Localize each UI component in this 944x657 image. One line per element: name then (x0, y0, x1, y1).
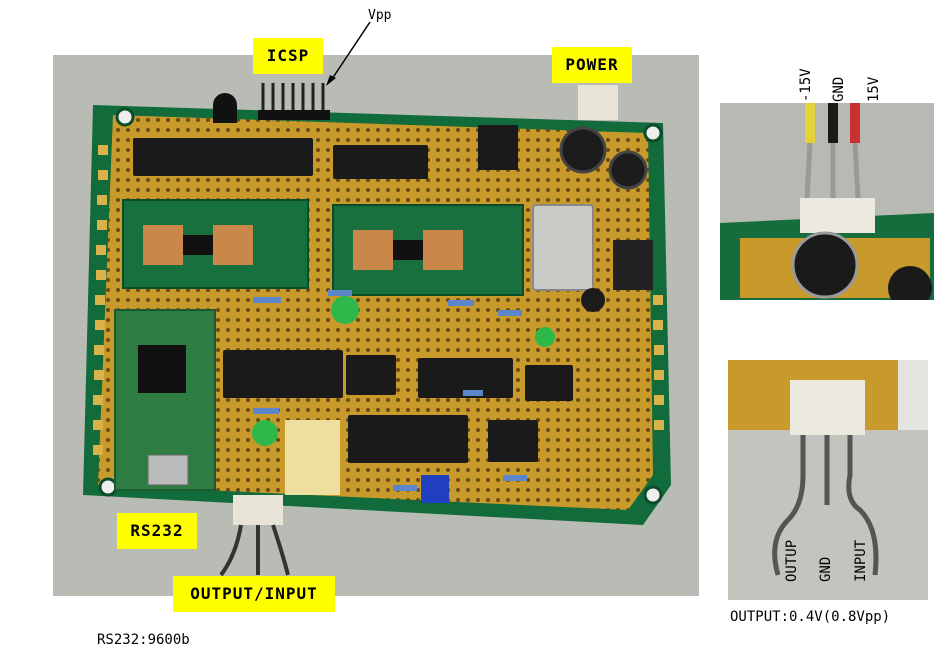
output-connector-photo (728, 360, 928, 600)
baud-rate-caption: RS232:9600b (97, 632, 190, 648)
ic-top-mid (333, 145, 428, 179)
power-connector (578, 85, 618, 120)
output-input-label: OUTPUT/INPUT (173, 576, 335, 612)
output-voltage-caption: OUTPUT:0.4V(0.8Vpp) (730, 609, 891, 625)
output-connector-illustration (728, 360, 928, 600)
regulator (478, 125, 518, 170)
output-connector (233, 495, 283, 525)
pcb-illustration (53, 55, 699, 596)
pin-15v-label: 15V (866, 76, 882, 102)
vpp-arrow (326, 21, 371, 86)
power-connector-photo (720, 103, 934, 300)
ic-top-left (133, 138, 313, 176)
power-connector-illustration (720, 103, 934, 300)
icsp-label: ICSP (253, 38, 323, 74)
pin-gnd-output-label: GND (818, 556, 834, 582)
pin-output-label: OUTUP (784, 539, 800, 582)
pin-gnd-label: GND (831, 76, 847, 102)
pin-neg15v-label: -15V (798, 68, 814, 102)
mini-usb (147, 454, 189, 486)
pin-input-label: INPUT (853, 539, 869, 582)
rs232-label: RS232 (117, 513, 197, 549)
dc-jack (613, 240, 653, 290)
power-label: POWER (552, 47, 632, 83)
relay (285, 420, 340, 495)
vpp-label: Vpp (368, 8, 392, 23)
crystal-oscillator (532, 204, 594, 291)
pcb-photo (53, 55, 699, 596)
